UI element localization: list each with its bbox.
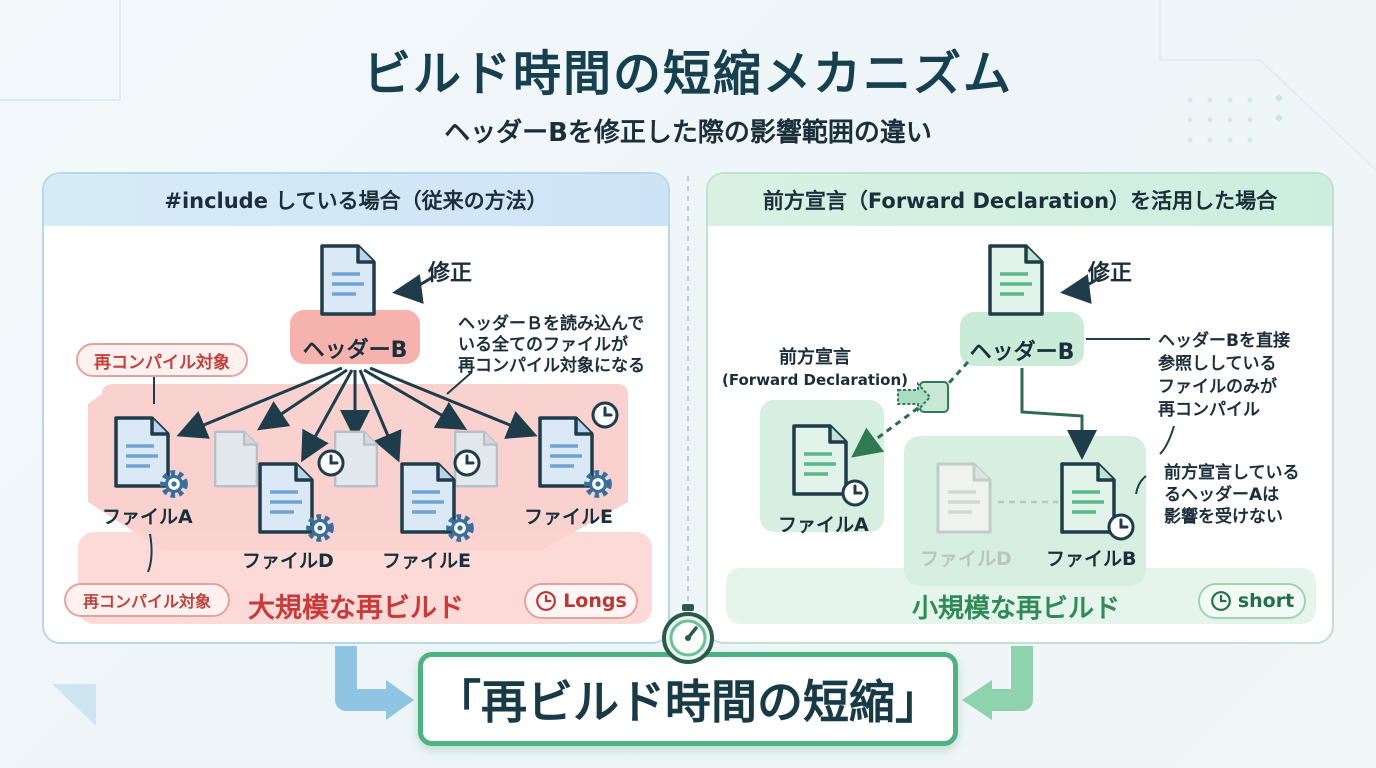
recompile-tag-top: 再コンパイル対象: [76, 343, 248, 377]
left-summary: 大規模な再ビルド: [248, 593, 464, 624]
result-box: 「再ビルド時間の短縮」: [418, 652, 958, 746]
clock-icon: [1210, 591, 1231, 611]
forward-declaration-label: 前方宣言 (Forward Declaration): [722, 347, 908, 389]
right-file-a-label: ファイルA: [778, 514, 869, 536]
right-summary: 小規模な再ビルド: [912, 594, 1121, 624]
right-annotation-direct: ヘッダーBを直接 参照ししている ファイルのみが 再コンパイル: [1158, 331, 1290, 420]
right-modified-label: 修正: [1088, 261, 1133, 286]
right-annotation-unaffected: 前方宣言している るヘッダーAは 影響を受けない: [1164, 463, 1300, 527]
file-a-label: ファイルA: [102, 506, 193, 528]
file-e-label: ファイルE: [382, 550, 471, 572]
right-header-b-label: ヘッダーB: [969, 340, 1075, 365]
left-annotation: ヘッダーＢを読み込んで いる全てのファイルが 再コンパイル対象になる: [458, 314, 645, 376]
forward-diagram: [726, 244, 1316, 624]
page-title: ビルド時間の短縮メカニズム: [362, 46, 1013, 102]
page-subtitle: ヘッダーBを修正した際の影響範囲の違い: [444, 118, 932, 148]
left-modified-label: 修正: [428, 261, 473, 286]
file-d-label: ファイルD: [242, 550, 334, 572]
time-badge-long: Longs: [524, 583, 638, 619]
right-file-d-label: ファイルD: [920, 548, 1012, 570]
right-file-b-label: ファイルB: [1046, 548, 1137, 570]
left-header-b-label: ヘッダーB: [302, 338, 408, 363]
panel-forward-header: 前方宣言（Forward Declaration）を活用した場合: [708, 174, 1332, 226]
file-e2-label: ファイルE: [524, 506, 613, 528]
stopwatch-icon: [662, 604, 714, 664]
time-badge-short: short: [1198, 583, 1306, 619]
clock-icon: [536, 591, 557, 611]
recompile-tag-bottom: 再コンパイル対象: [64, 583, 230, 617]
panel-include-header: #include している場合（従来の方法）: [44, 174, 668, 226]
